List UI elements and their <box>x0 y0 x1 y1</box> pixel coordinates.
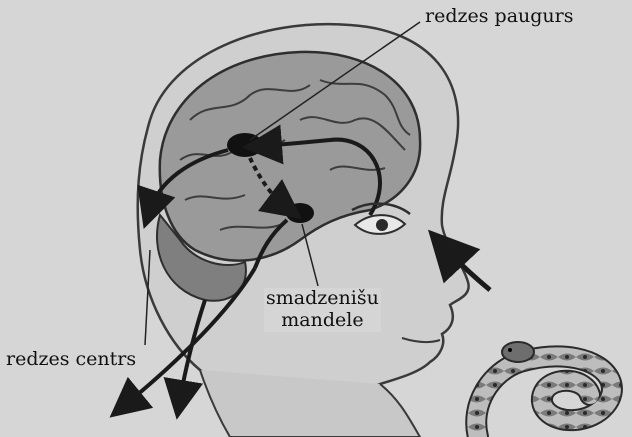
amygdala-node <box>286 203 314 223</box>
label-amygdala: smadzenišu mandele <box>264 288 381 332</box>
label-visual-thalamus: redzes paugurs <box>423 6 576 28</box>
label-amygdala-line1: smadzenišu <box>266 288 379 310</box>
label-amygdala-line2: mandele <box>266 310 379 332</box>
visual-thalamus-node <box>227 133 263 157</box>
snake <box>476 342 612 437</box>
label-visual-cortex: redzes centrs <box>4 349 138 371</box>
